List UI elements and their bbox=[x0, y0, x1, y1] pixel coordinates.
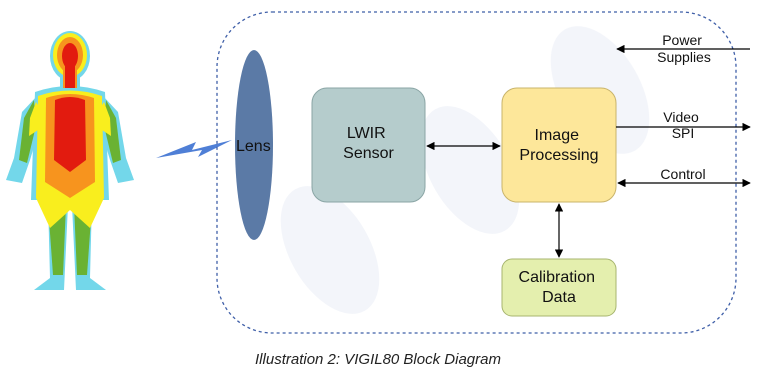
lwir-sensor-label: LWIR Sensor bbox=[343, 125, 394, 162]
calibration-data-label: Calibration Data bbox=[519, 269, 600, 306]
lwir-sensor-block bbox=[311, 87, 426, 203]
lwir-sensor-label-line1: LWIR bbox=[347, 125, 386, 142]
video-spi-label: Video SPI bbox=[663, 109, 702, 141]
video-spi-label-line2: SPI bbox=[672, 125, 695, 141]
lens-label: Lens bbox=[236, 138, 271, 155]
image-processing-label-line2: Processing bbox=[519, 147, 598, 164]
calibration-data-label-line1: Calibration bbox=[519, 269, 595, 286]
power-supplies-label: Power Supplies bbox=[657, 32, 711, 65]
figure-caption: Illustration 2: VIGIL80 Block Diagram bbox=[255, 351, 501, 368]
device-boundary bbox=[216, 11, 737, 334]
lwir-sensor-label-line2: Sensor bbox=[343, 145, 394, 162]
thermal-human-figure-icon bbox=[6, 31, 134, 290]
video-spi-label-line1: Video bbox=[663, 109, 699, 125]
lens-element bbox=[235, 50, 273, 240]
heat-layer-red bbox=[54, 43, 86, 172]
power-supplies-label-line2: Supplies bbox=[657, 49, 711, 65]
image-processing-label: Image Processing bbox=[519, 127, 598, 164]
calibration-data-label-line2: Data bbox=[542, 289, 576, 306]
image-processing-label-line1: Image bbox=[535, 127, 580, 144]
ir-radiation-lightning-icon bbox=[156, 140, 232, 158]
calibration-data-block bbox=[501, 258, 617, 317]
image-processing-block bbox=[501, 87, 617, 203]
control-label: Control bbox=[660, 166, 705, 182]
power-supplies-label-line1: Power bbox=[662, 32, 702, 48]
